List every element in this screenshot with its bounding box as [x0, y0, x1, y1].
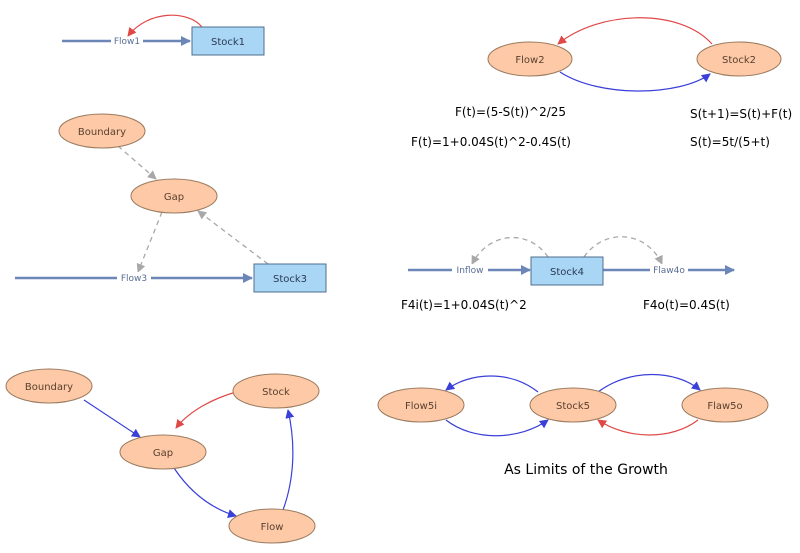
- stock5a-label: Stock: [262, 387, 290, 398]
- stock4-to-outflow-link[interactable]: [583, 236, 663, 265]
- growth-caption: As Limits of the Growth: [504, 462, 668, 478]
- inflow-label: Inflow: [457, 266, 484, 276]
- boundary-to-gap-link[interactable]: [117, 145, 157, 180]
- flow2-label: Flow2: [515, 55, 544, 66]
- flow5i-node[interactable]: [377, 387, 465, 423]
- equation-stock2-b: S(t)=5t/(5+t): [690, 135, 770, 149]
- stock6-to-flow5i-top-link[interactable]: [445, 375, 539, 393]
- diagram-4: Inflow Stock4 Flaw4o F4i(t)=1+0.04S(t)^2…: [401, 236, 735, 312]
- gap5-node[interactable]: [119, 434, 207, 470]
- flow1-label: Flow1: [114, 37, 140, 47]
- stock6-label: Stock5: [556, 401, 590, 412]
- boundary5-label: Boundary: [25, 382, 73, 393]
- diagram-5: Boundary Gap Stock Flow: [5, 368, 320, 544]
- gap5-to-flow5-link[interactable]: [173, 467, 237, 518]
- stock6-to-outflow-link[interactable]: [597, 374, 701, 393]
- equation-stock2-a: S(t+1)=S(t)+F(t): [690, 107, 792, 121]
- flow2-node[interactable]: [487, 41, 573, 77]
- outflow-to-stock6-link[interactable]: [597, 419, 699, 436]
- stock2-node[interactable]: [696, 41, 782, 77]
- stock3-label: Stock3: [273, 274, 307, 285]
- boundary-label: Boundary: [78, 127, 126, 138]
- stock5a-node[interactable]: [232, 373, 320, 409]
- gap-node[interactable]: [130, 178, 218, 214]
- stock4-to-inflow-link[interactable]: [471, 236, 549, 265]
- stock2-label: Stock2: [722, 55, 756, 66]
- equation-outflow: F4o(t)=0.4S(t): [643, 298, 730, 312]
- equation-inflow: F4i(t)=1+0.04S(t)^2: [401, 298, 527, 312]
- flow5i-to-stock6-link[interactable]: [445, 419, 549, 437]
- equation-flow2-b: F(t)=1+0.04S(t)^2-0.4S(t): [411, 135, 571, 149]
- gap-to-flow3-link[interactable]: [136, 211, 163, 273]
- diagram-1: Flow1 Stock1: [62, 14, 265, 56]
- stock1-label: Stock1: [211, 37, 245, 48]
- flow3-label: Flow3: [121, 274, 147, 284]
- flow5-label: Flow: [261, 522, 284, 533]
- outflow4-label: Flaw4o: [653, 266, 685, 276]
- stock4-label: Stock4: [550, 267, 584, 278]
- equation-flow2-a: F(t)=(5-S(t))^2/25: [455, 105, 566, 119]
- gap-label: Gap: [164, 192, 184, 203]
- diagram-2: Flow2 Stock2 F(t)=(5-S(t))^2/25 F(t)=1+0…: [411, 17, 792, 149]
- stock4-box[interactable]: [530, 256, 604, 286]
- flow5i-label: Flow5i: [405, 401, 437, 412]
- flow2-to-stock2-link[interactable]: [559, 71, 711, 92]
- stock1-box[interactable]: [191, 26, 265, 56]
- stock6-node[interactable]: [529, 387, 617, 423]
- stock3-to-gap-link[interactable]: [197, 210, 269, 265]
- flow5-to-stock5-link[interactable]: [282, 409, 295, 511]
- stock2-to-flow2-link[interactable]: [557, 17, 713, 45]
- stock3-box[interactable]: [253, 263, 327, 293]
- flow5o-node[interactable]: [681, 387, 769, 423]
- flow5o-label: Flaw5o: [707, 401, 742, 412]
- boundary-node[interactable]: [58, 113, 146, 149]
- boundary5-to-gap5-link[interactable]: [83, 399, 141, 438]
- diagram-3: Boundary Gap Flow3 Stock3: [15, 113, 327, 293]
- stock5-to-gap5-link[interactable]: [175, 391, 237, 429]
- stock1-to-flow1-link[interactable]: [127, 14, 203, 37]
- diagram-6: Flow5i Stock5 Flaw5o As Limits of the Gr…: [377, 374, 769, 478]
- boundary5-node[interactable]: [5, 368, 93, 404]
- flow5-node[interactable]: [228, 508, 316, 544]
- gap5-label: Gap: [153, 448, 173, 459]
